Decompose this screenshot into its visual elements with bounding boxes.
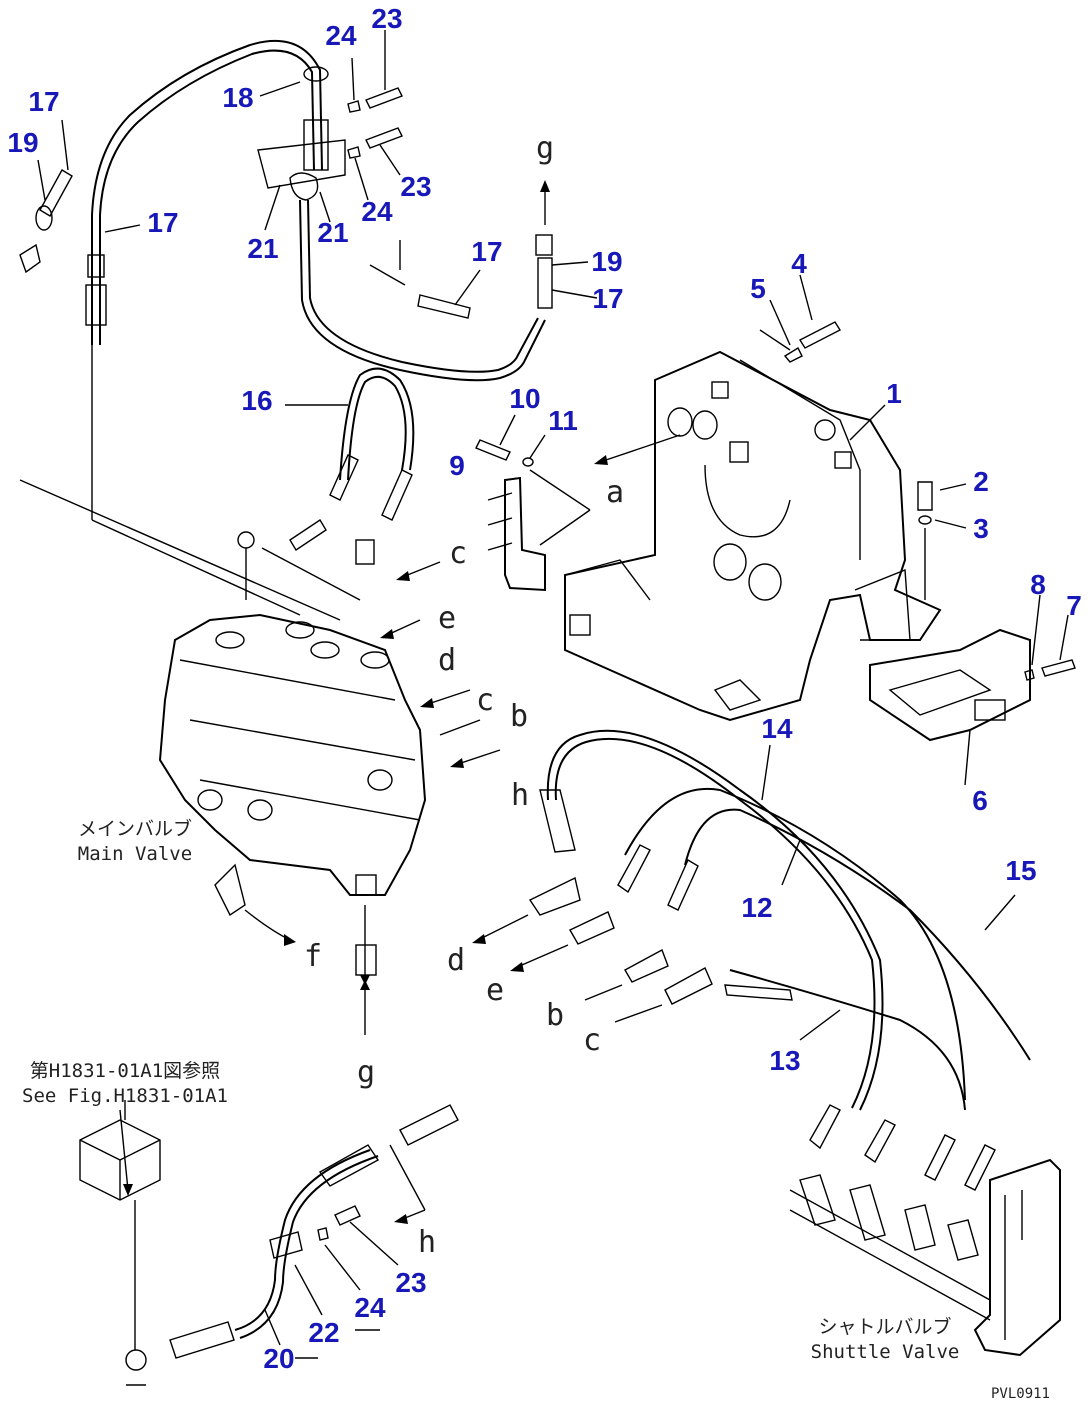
callout-5: 5	[750, 273, 766, 304]
callout-10: 10	[509, 383, 540, 414]
see-figure-caption-en: See Fig.H1831-01A1	[22, 1085, 228, 1107]
callout-17: 17	[471, 236, 502, 267]
connection-letters: g a c e d c b h f d e b c g h	[304, 131, 624, 1260]
connection-letter-b: b	[510, 699, 528, 734]
callout-16: 16	[241, 385, 272, 416]
hose-bundle	[472, 729, 1031, 1111]
upper-pipe-assembly	[19, 39, 553, 382]
callout-15: 15	[1005, 855, 1036, 886]
callout-18: 18	[222, 82, 253, 113]
connection-letter-e: e	[438, 601, 456, 636]
callout-14: 14	[761, 713, 793, 744]
connection-letter-b: b	[546, 998, 564, 1033]
connection-letter-g: g	[536, 131, 554, 166]
callout-13: 13	[769, 1045, 800, 1076]
leader-lines	[37, 30, 1069, 1359]
callout-20: 20	[263, 1343, 294, 1374]
main-valve	[19, 345, 427, 896]
part-number-callouts: 23 24 18 17 19 23 17 24 21 21 17 19 17 4…	[7, 3, 1081, 1374]
connection-letter-f: f	[304, 939, 322, 974]
shuttle-valve-caption-jp: シャトルバルブ	[818, 1315, 951, 1338]
callout-23: 23	[371, 3, 402, 34]
callout-24: 24	[354, 1292, 386, 1323]
callout-19: 19	[591, 246, 622, 277]
callout-4: 4	[791, 248, 807, 279]
callout-17: 17	[592, 283, 623, 314]
connection-letter-a: a	[606, 475, 624, 510]
callout-17: 17	[28, 86, 59, 117]
connection-letter-e: e	[486, 973, 504, 1008]
callout-23: 23	[400, 171, 431, 202]
callout-17: 17	[147, 207, 178, 238]
callout-2: 2	[973, 466, 989, 497]
main-valve-caption-jp: メインバルブ	[78, 817, 192, 840]
callout-21: 21	[317, 217, 348, 248]
callout-8: 8	[1030, 569, 1046, 600]
bracket-6	[869, 628, 1076, 742]
callout-24: 24	[325, 20, 357, 51]
lower-pilot-assembly	[79, 1100, 459, 1386]
callout-9: 9	[449, 450, 465, 481]
callout-22: 22	[308, 1317, 339, 1348]
shuttle-valve-caption-en: Shuttle Valve	[811, 1341, 960, 1363]
callout-7: 7	[1066, 590, 1082, 621]
captions: メインバルブ Main Valve シャトルバルブ Shuttle Valve …	[22, 817, 1050, 1402]
callout-6: 6	[972, 785, 988, 816]
callout-12: 12	[741, 892, 772, 923]
callout-21: 21	[247, 233, 278, 264]
connection-letter-g: g	[357, 1055, 375, 1090]
callout-24: 24	[361, 196, 393, 227]
connection-letter-c: c	[583, 1023, 601, 1058]
connection-letter-h: h	[418, 1225, 436, 1260]
connection-letter-c: c	[449, 536, 467, 571]
callout-1: 1	[886, 378, 902, 409]
connection-letter-c: c	[476, 683, 494, 718]
callout-19: 19	[7, 127, 38, 158]
callout-3: 3	[973, 513, 989, 544]
connection-letter-d: d	[438, 643, 456, 678]
callout-11: 11	[548, 405, 578, 436]
connection-letter-d: d	[447, 943, 465, 978]
main-valve-caption-en: Main Valve	[78, 843, 192, 865]
callout-23: 23	[395, 1267, 426, 1298]
hose-16	[289, 367, 415, 565]
drawing-id: PVL0911	[991, 1386, 1050, 1402]
frame-1	[564, 321, 942, 722]
connection-letter-h: h	[511, 778, 529, 813]
main-valve-port-arrows	[214, 561, 501, 1035]
see-figure-caption-jp: 第H1831-01A1図参照	[30, 1060, 220, 1082]
bracket-9	[475, 439, 591, 592]
shuttle-valve	[789, 1104, 1061, 1357]
